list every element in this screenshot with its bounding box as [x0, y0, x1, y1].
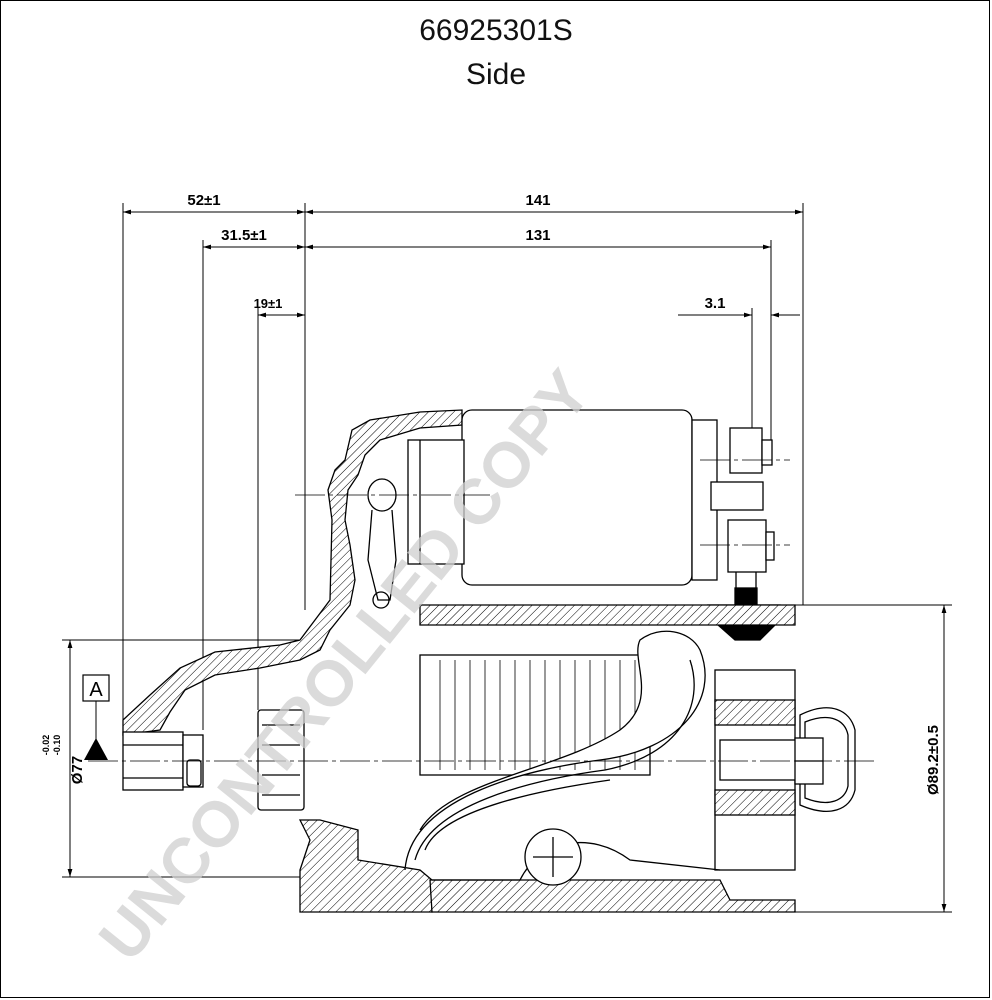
- dim-diameter-89: Ø89.2±0.5: [925, 725, 942, 795]
- datum-a-marker: A: [82, 674, 110, 760]
- starter-motor-drawing: [122, 409, 856, 913]
- dim-19: 19±1: [254, 296, 283, 311]
- center-lines: [88, 459, 875, 762]
- tolerance-lower: -0.10: [52, 735, 62, 756]
- dim-141: 141: [525, 192, 550, 209]
- dim-diameter-77: Ø77: [69, 756, 86, 784]
- dim-3-1: 3.1: [705, 295, 726, 312]
- dimension-lines: [62, 203, 952, 913]
- dim-31-5: 31.5±1: [221, 227, 267, 244]
- dim-52: 52±1: [187, 192, 220, 209]
- dim-131: 131: [525, 227, 550, 244]
- tolerance-upper: -0.02: [41, 735, 51, 756]
- part-number-title: 66925301S: [419, 14, 573, 47]
- view-subtitle: Side: [465, 58, 527, 91]
- datum-label: A: [89, 679, 103, 701]
